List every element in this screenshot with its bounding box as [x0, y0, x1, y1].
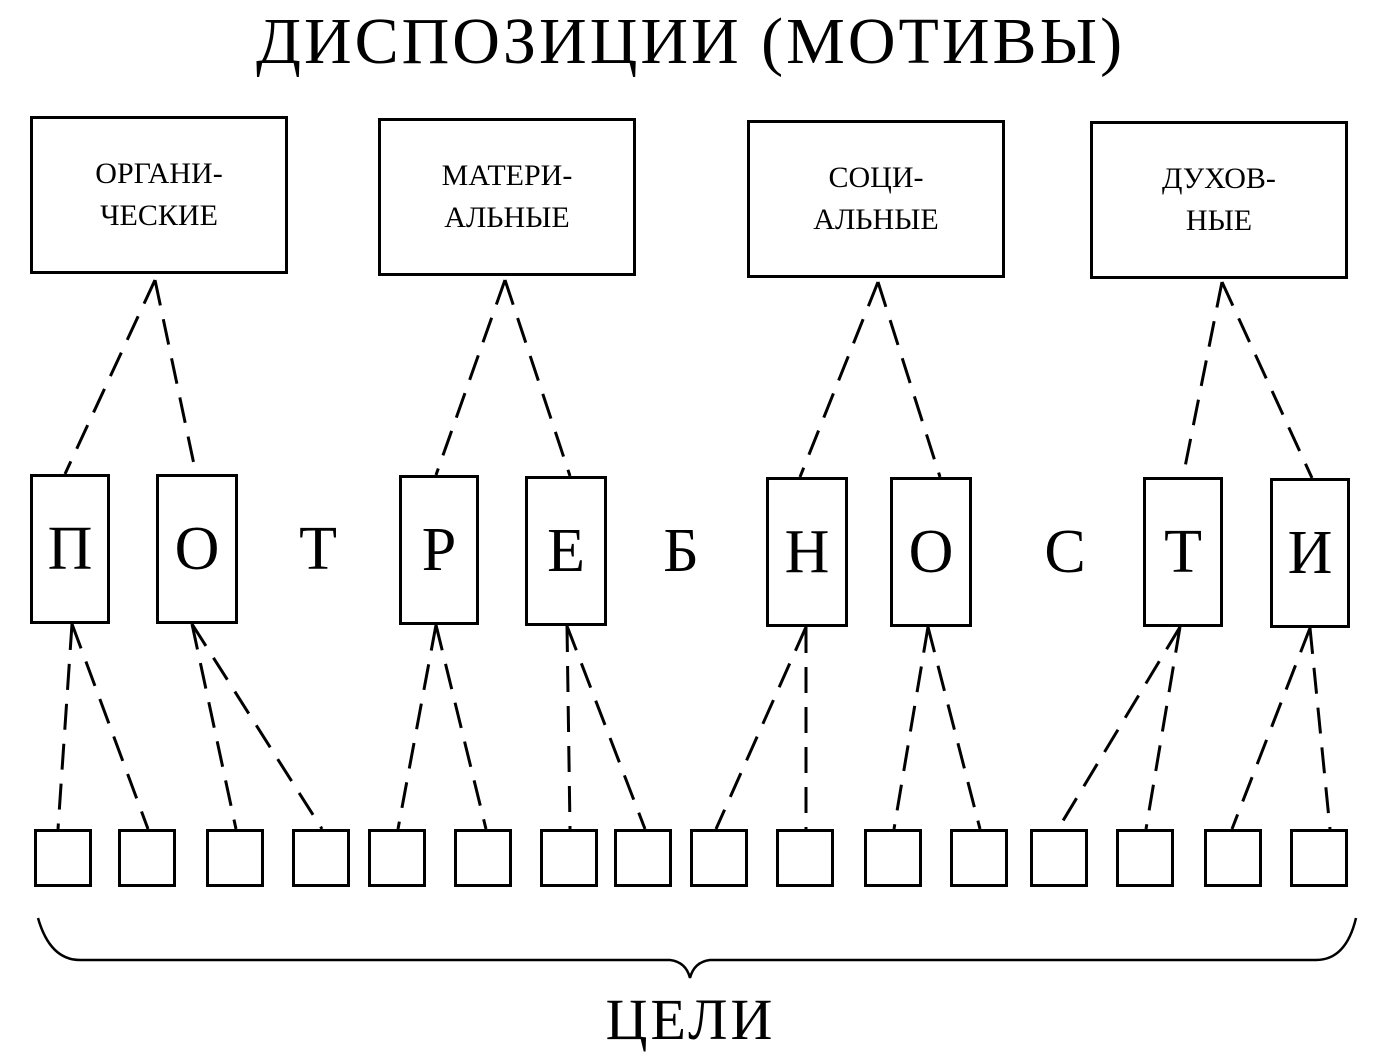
goal-box-14 — [1116, 829, 1174, 887]
motive-material-line1: МАТЕРИ- — [441, 159, 573, 192]
dashed-connector-23 — [1230, 627, 1312, 830]
dashed-connector-1 — [63, 279, 157, 475]
goal-box-12 — [950, 829, 1008, 887]
dashed-connector-7 — [1181, 281, 1224, 478]
dashed-connector-11 — [190, 623, 238, 830]
dashed-connector-12 — [190, 623, 324, 830]
goal-box-11 — [864, 829, 922, 887]
goal-box-2 — [118, 829, 176, 887]
goal-box-13 — [1030, 829, 1088, 887]
dashed-connector-15 — [565, 625, 572, 830]
dashed-connector-13 — [396, 624, 438, 830]
need-box-4: Р — [399, 475, 479, 625]
need-box-8: О — [890, 477, 972, 627]
dashed-connector-19 — [892, 626, 930, 830]
goal-box-3 — [206, 829, 264, 887]
need-box-10: Т — [1143, 477, 1223, 627]
goals-brace — [36, 917, 1358, 979]
motive-organic-line1: ОРГАНИ- — [95, 157, 223, 190]
goal-box-6 — [454, 829, 512, 887]
goal-box-16 — [1290, 829, 1348, 887]
dashed-connector-24 — [1308, 627, 1332, 830]
motive-box-spiritual: ДУХОВ- НЫЕ — [1090, 121, 1348, 279]
dashed-connector-4 — [503, 279, 572, 477]
dashed-connector-10 — [70, 623, 150, 830]
goal-box-1 — [34, 829, 92, 887]
dashed-connector-8 — [1220, 281, 1314, 479]
motive-spiritual-line2: НЫЕ — [1185, 204, 1253, 237]
dashed-connector-20 — [926, 626, 982, 830]
need-letter-9: С — [1044, 517, 1086, 586]
motive-material-line2: АЛЬНЫЕ — [444, 201, 570, 234]
motive-spiritual-line1: ДУХОВ- — [1162, 162, 1276, 195]
dashed-connector-22 — [1144, 626, 1182, 830]
dashed-connector-2 — [153, 279, 198, 475]
dashed-connector-16 — [565, 625, 647, 830]
goals-label: ЦЕЛИ — [605, 987, 776, 1052]
dashed-connector-17 — [714, 626, 808, 830]
need-box-5: Е — [525, 476, 607, 626]
need-box-7: Н — [766, 477, 848, 627]
need-letter-6: Б — [663, 516, 699, 585]
goal-box-9 — [690, 829, 748, 887]
dashed-connector-14 — [434, 624, 488, 830]
dashed-connector-6 — [876, 281, 942, 478]
goal-box-8 — [614, 829, 672, 887]
goal-box-10 — [776, 829, 834, 887]
motive-box-material: МАТЕРИ- АЛЬНЫЕ — [378, 118, 636, 276]
need-box-11: И — [1270, 478, 1350, 628]
dashed-connector-3 — [434, 279, 507, 476]
dashed-connectors — [56, 279, 1332, 830]
dashed-connector-5 — [798, 281, 880, 478]
need-box-2: О — [156, 474, 238, 624]
motive-social-line1: СОЦИ- — [828, 161, 924, 194]
goal-box-4 — [292, 829, 350, 887]
motive-social-line2: АЛЬНЫЕ — [813, 203, 939, 236]
goal-box-15 — [1204, 829, 1262, 887]
goal-box-7 — [540, 829, 598, 887]
motive-box-organic: ОРГАНИ- ЧЕСКИЕ — [30, 116, 288, 274]
motive-box-social: СОЦИ- АЛЬНЫЕ — [747, 120, 1005, 278]
dashed-connector-9 — [56, 623, 74, 830]
goal-box-5 — [368, 829, 426, 887]
need-box-1: П — [30, 474, 110, 624]
motive-organic-line2: ЧЕСКИЕ — [100, 199, 218, 232]
need-letter-3: Т — [299, 514, 337, 583]
diagram-title: ДИСПОЗИЦИИ (МОТИВЫ) — [255, 5, 1126, 78]
